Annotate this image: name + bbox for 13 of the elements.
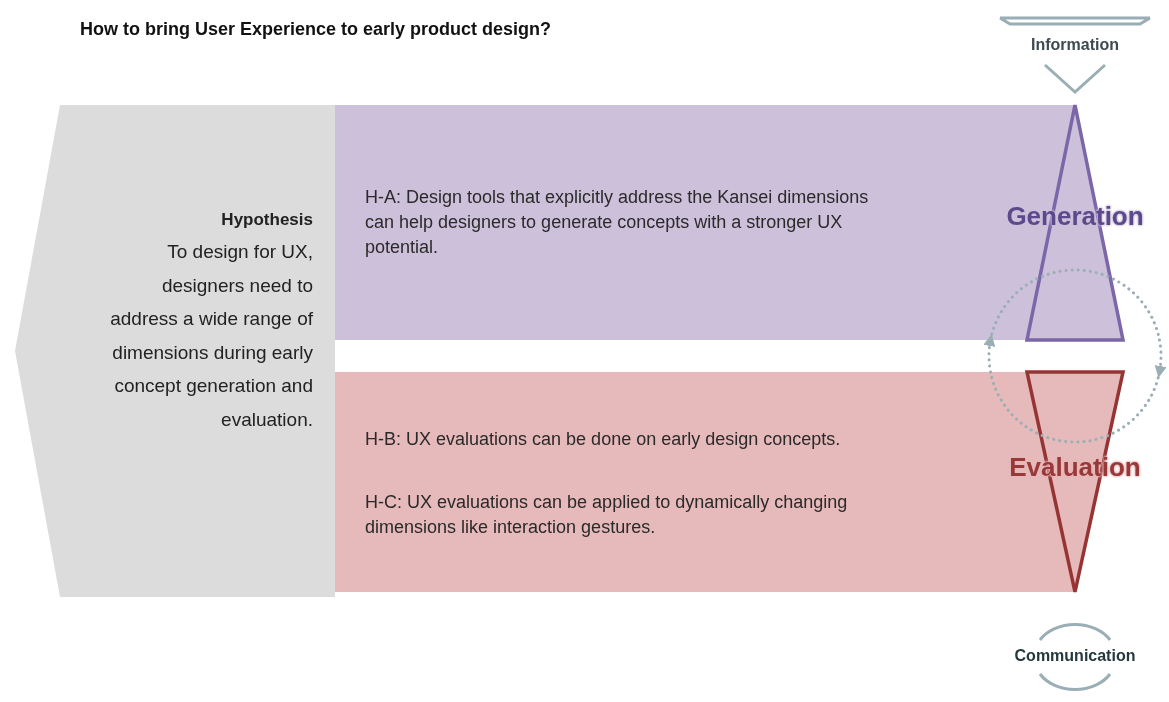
hypothesis-statement: H-C: UX evaluations can be applied to dynamically changing dimensions like interaction gestures. xyxy=(365,491,849,539)
hypothesis-band xyxy=(335,372,985,592)
hypothesis-text: To design for UX, designers need to address a wide range of dimensions during early concept generation and evaluation. xyxy=(109,240,313,432)
heading: Hypothesis xyxy=(220,209,313,231)
title: How to bring User Experience to early product design? xyxy=(80,19,552,40)
cycle-arrow xyxy=(1154,338,1167,378)
hypothesis-statement: H-B: UX evaluations can be done on early design concepts. xyxy=(365,428,842,451)
flow-label: Communication xyxy=(1013,647,1137,665)
cycle-arrow xyxy=(983,334,996,374)
hypothesis-arrow-shape xyxy=(15,105,335,597)
hypothesis-statement: H-A: Design tools that explicitly address the Kansei dimensions can help designers to generate concepts with a stronger UX potential. xyxy=(365,186,870,259)
flow-label: Information xyxy=(1030,36,1120,54)
hypothesis-band xyxy=(335,105,985,340)
